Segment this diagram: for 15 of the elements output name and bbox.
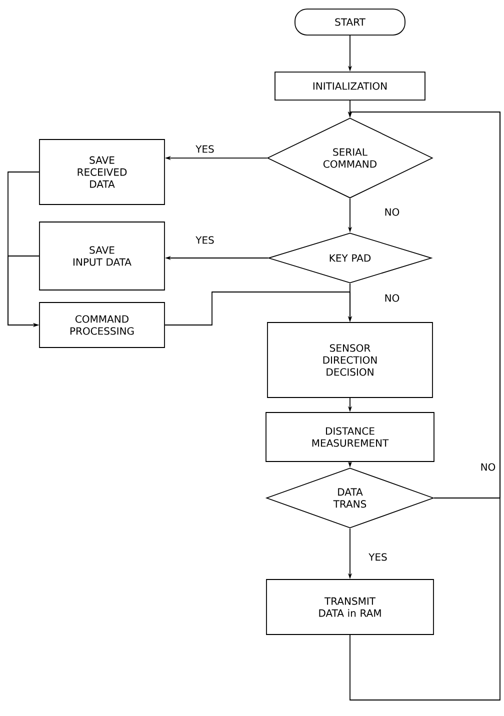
- process-box: COMMAND PROCESSING: [39, 302, 165, 348]
- process-box: INITIALIZATION: [274, 72, 426, 100]
- arrow: [164, 292, 352, 326]
- process-box: TRANSMIT DATA in RAM: [266, 579, 434, 635]
- edge-label: YES: [194, 144, 216, 154]
- process-box: SAVE RECEIVED DATA: [39, 139, 165, 205]
- edge-label: NO: [479, 462, 497, 472]
- edge-label: YES: [194, 235, 216, 245]
- edge-label: YES: [368, 552, 388, 562]
- process-box: SENSOR DIRECTION DECISION: [267, 322, 433, 398]
- edge-label: NO: [383, 207, 401, 217]
- terminal: START: [294, 8, 406, 36]
- process-box: SAVE INPUT DATA: [39, 222, 165, 290]
- edge-label: NO: [383, 293, 401, 303]
- process-box: DISTANCE MEASUREMENT: [266, 412, 434, 462]
